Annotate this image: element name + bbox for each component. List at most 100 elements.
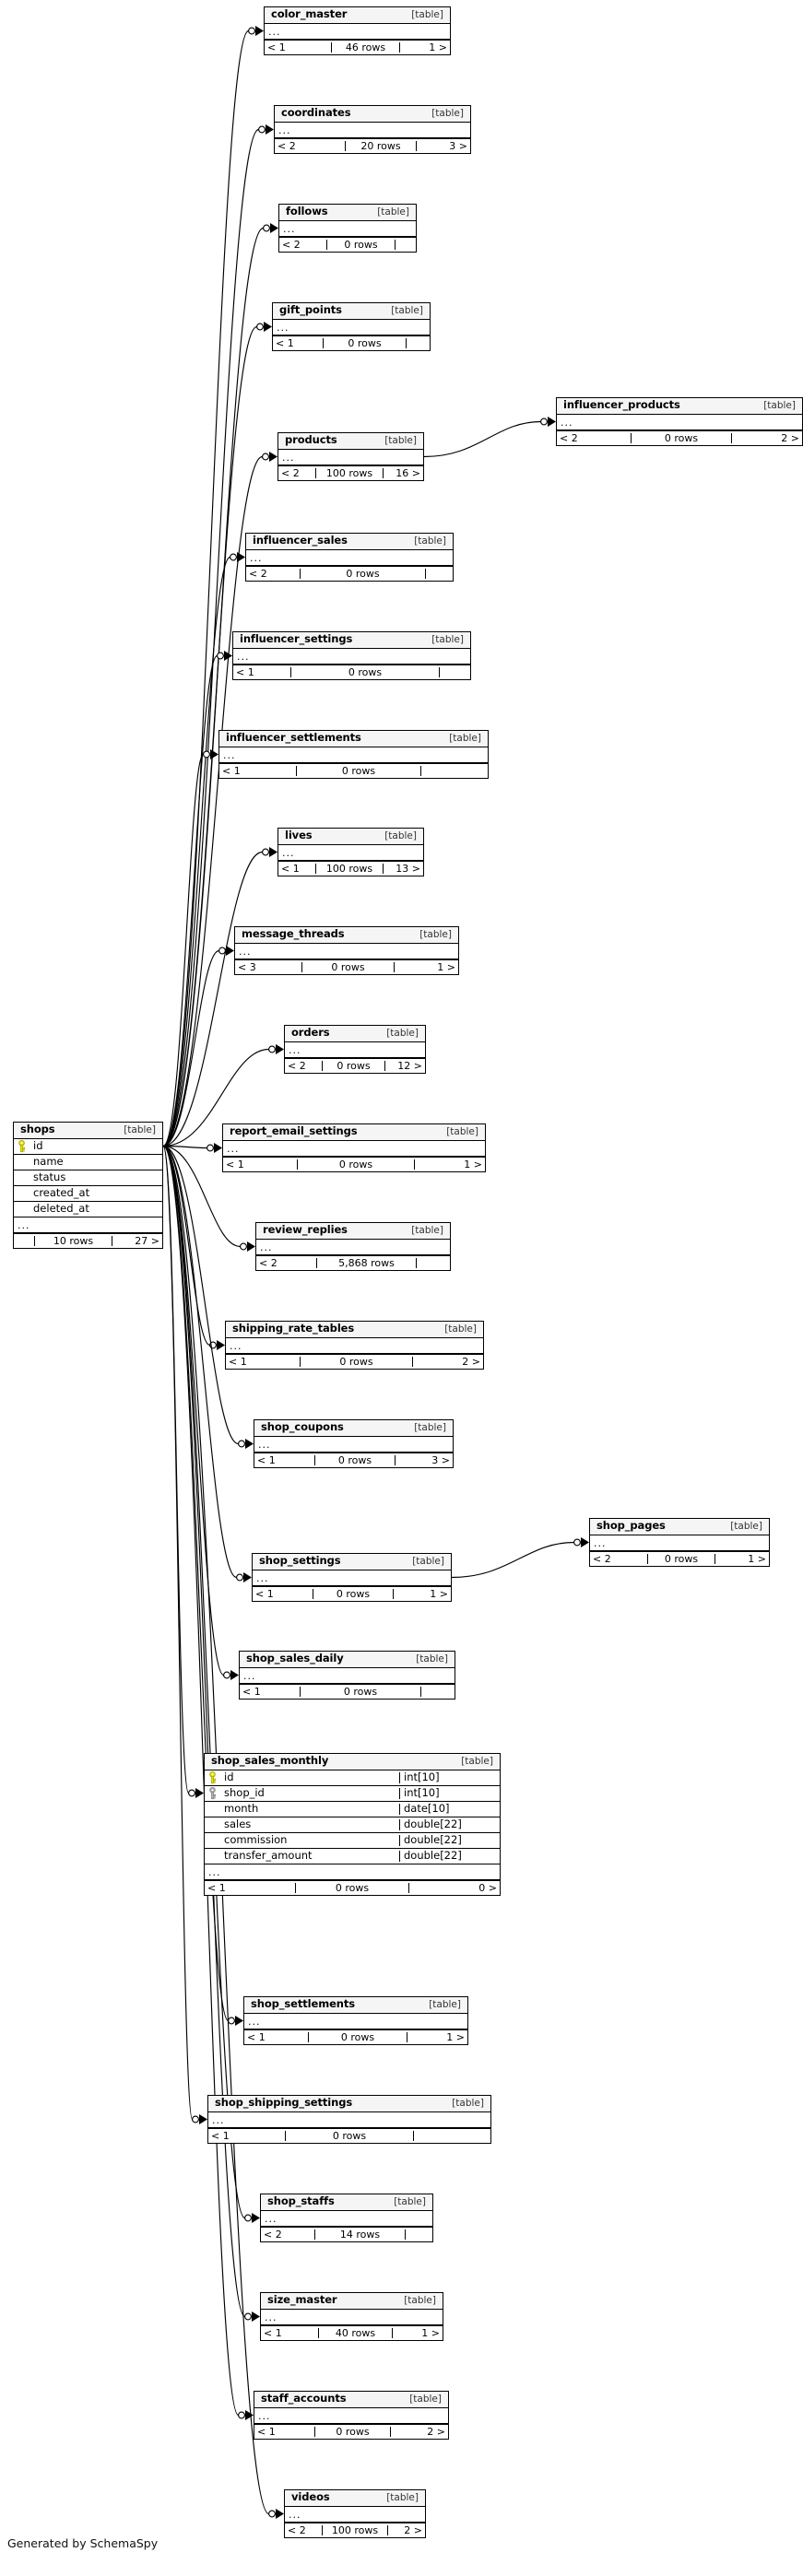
column-name: shop_id bbox=[224, 1788, 265, 1799]
table-type-label: [table] bbox=[419, 928, 452, 940]
cardinality-many-marker bbox=[195, 1788, 204, 1798]
column-type: double[22] bbox=[399, 1851, 500, 1862]
more-columns-ellipsis: ... bbox=[205, 1864, 500, 1880]
footer-outgoing-count: 27 > bbox=[135, 1235, 159, 1247]
footer-outgoing-count: 1 > bbox=[748, 1553, 766, 1565]
primary-key-icon bbox=[205, 1771, 220, 1784]
table-type-label: [table] bbox=[446, 1125, 478, 1137]
table-type-label: [table] bbox=[444, 1323, 477, 1335]
table-type-label: [table] bbox=[730, 1520, 762, 1532]
table-header: influencer_settings[table] bbox=[233, 632, 470, 649]
cardinality-many-marker bbox=[266, 124, 274, 135]
table-type-label: [table] bbox=[431, 633, 464, 645]
more-columns-ellipsis: ... bbox=[244, 2014, 467, 2029]
more-columns-ellipsis: ... bbox=[254, 2408, 448, 2424]
cardinality-many-marker bbox=[237, 552, 245, 562]
column-row: created_at bbox=[14, 1186, 162, 1202]
footer-row-count: 0 rows bbox=[297, 1159, 415, 1170]
relationship-edge bbox=[162, 1145, 210, 1347]
more-columns-ellipsis: ... bbox=[256, 1240, 450, 1255]
column-name: name bbox=[33, 1157, 64, 1168]
cardinality-zero-marker bbox=[240, 1242, 247, 1251]
column-name: sales bbox=[224, 1819, 252, 1830]
footer-row-count: 0 rows bbox=[301, 962, 395, 972]
more-columns-ellipsis: ... bbox=[278, 450, 423, 465]
table-type-label: [table] bbox=[386, 1027, 419, 1039]
table-type-label: [table] bbox=[409, 2393, 442, 2405]
cardinality-zero-marker bbox=[207, 1144, 214, 1152]
cardinality-zero-marker bbox=[238, 2411, 245, 2419]
table-header: coordinates[table] bbox=[275, 106, 470, 123]
table-footer: 10 rows 27 > bbox=[14, 1233, 162, 1248]
table-name: review_replies bbox=[263, 1223, 348, 1237]
more-columns-ellipsis: ... bbox=[240, 1668, 455, 1684]
footer-row-count: 40 rows bbox=[318, 2328, 393, 2338]
table-header: shop_coupons[table] bbox=[254, 1420, 453, 1437]
table-type-label: [table] bbox=[411, 1224, 443, 1236]
footer-row-count: 0 rows bbox=[300, 1687, 421, 1697]
relationship-edge bbox=[162, 1145, 246, 2219]
table-header: shop_pages[table] bbox=[590, 1519, 769, 1535]
footer-row-count: 10 rows bbox=[34, 1236, 112, 1246]
relationship-edge bbox=[162, 29, 250, 1147]
footer-incoming-count: < 2 bbox=[249, 568, 267, 580]
table-type-label: [table] bbox=[416, 1653, 448, 1664]
footer-row-count: 100 rows bbox=[315, 468, 384, 478]
footer-outgoing-count: 16 > bbox=[396, 467, 420, 479]
cardinality-many-marker bbox=[581, 1537, 589, 1547]
footer-row-count: 0 rows bbox=[631, 433, 732, 443]
column-type: date[10] bbox=[399, 1804, 500, 1815]
table-name: coordinates bbox=[281, 106, 351, 120]
column-type: int[10] bbox=[399, 1788, 500, 1799]
relationship-edge bbox=[162, 556, 231, 1147]
more-columns-ellipsis: ... bbox=[208, 2112, 490, 2128]
more-columns-ellipsis: ... bbox=[219, 747, 488, 763]
column-name: month bbox=[224, 1804, 259, 1815]
footer-incoming-count: < 2 bbox=[288, 1060, 306, 1072]
footer-incoming-count: < 2 bbox=[278, 140, 296, 152]
footer-row-count: 100 rows bbox=[315, 864, 384, 874]
table-header: shops[table] bbox=[14, 1123, 162, 1139]
table-type-label: [table] bbox=[386, 2491, 419, 2503]
table-name: lives bbox=[285, 829, 313, 842]
table-name: shop_sales_daily bbox=[246, 1652, 344, 1665]
footer-row-count: 0 rows bbox=[322, 1061, 385, 1071]
table-header: follows[table] bbox=[279, 205, 416, 221]
more-columns-ellipsis: ... bbox=[261, 2211, 432, 2227]
